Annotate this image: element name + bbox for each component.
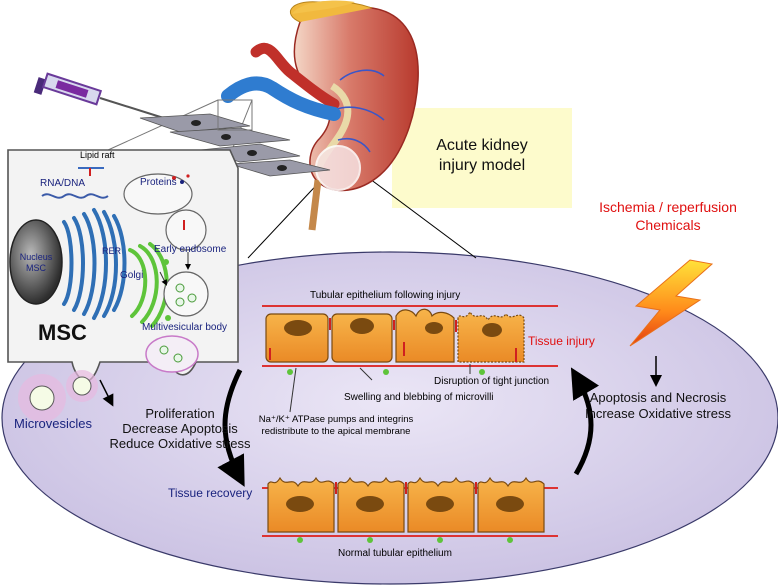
- tight-junction-label: Disruption of tight junction: [434, 376, 550, 387]
- pumps-label: Na⁺/K⁺ ATPase pumps and integrins redist…: [246, 414, 426, 438]
- golgi-label: Golgi: [120, 270, 144, 281]
- aki-model-box: [392, 108, 572, 208]
- lightning-bolt-icon: [629, 259, 714, 347]
- budding-vesicle: [145, 335, 199, 373]
- mv-effect-3: Reduce Oxidative stress: [109, 436, 251, 451]
- proteins-label: Proteins: [140, 177, 177, 188]
- tissue-injury-label: Tissue injury: [528, 334, 595, 348]
- microvesicle-1: [29, 385, 55, 411]
- syringe-illustration: [33, 72, 171, 121]
- rer-label: RER: [102, 246, 122, 256]
- pumps-line1: Na⁺/K⁺ ATPase pumps and integrins: [258, 414, 414, 425]
- msc-title: MSC: [38, 320, 87, 345]
- tissue-recovery-label: Tissue recovery: [168, 486, 253, 500]
- early-endosome-label: Early endosome: [154, 244, 227, 255]
- zoom-line-left: [247, 175, 326, 259]
- outcome-label: Apoptosis and Necrosis Increase Oxidativ…: [574, 390, 742, 422]
- injured-cells: [265, 308, 525, 363]
- aki-model-line1: Acute kidney: [436, 137, 528, 154]
- mvb-label: Multivesicular body: [142, 322, 228, 333]
- aki-model-line2: injury model: [438, 157, 526, 174]
- swelling-label: Swelling and blebbing of microvilli: [344, 392, 494, 403]
- lipid-raft-label: Lipid raft: [80, 150, 115, 160]
- multivesicular-body: [163, 271, 209, 317]
- renal-artery: [250, 42, 340, 110]
- microvesicle-2: [72, 376, 92, 396]
- rna-dna-strand: [41, 193, 109, 199]
- nucleus-line2: MSC: [26, 263, 46, 273]
- mv-effect-2: Decrease Apoptosis: [122, 421, 238, 436]
- zoom-box-small: [217, 99, 253, 131]
- rough-er: [62, 208, 127, 320]
- recovery-arrow: [217, 368, 245, 487]
- microvesicles-label: Microvesicles: [14, 416, 93, 431]
- mv-effects-label: Proliferation Decrease Apoptosis Reduce …: [90, 406, 270, 451]
- normal-epithelium-label: Normal tubular epithelium: [338, 548, 452, 559]
- insult-line2: Chemicals: [635, 217, 701, 233]
- nucleus-label: Nucleus MSC: [16, 252, 56, 274]
- nucleus: [9, 219, 63, 305]
- early-endosome: [165, 209, 207, 251]
- kidney-illustration: [289, 0, 419, 231]
- pumps-line2: redistribute to the apical membrane: [261, 426, 411, 437]
- protein-vesicle: [123, 173, 193, 215]
- renal-vein: [221, 76, 341, 121]
- nucleus-line1: Nucleus: [19, 252, 53, 262]
- aki-model-label: Acute kidney injury model: [392, 136, 572, 176]
- injured-epithelium-title: Tubular epithelium following injury: [310, 290, 461, 301]
- injury-arrow: [570, 367, 600, 476]
- mv-effect-1: Proliferation: [145, 406, 215, 421]
- outcome-line1: Apoptosis and Necrosis: [589, 390, 727, 405]
- rna-dna-label: RNA/DNA: [40, 178, 86, 189]
- zoom-line-right: [365, 175, 477, 259]
- outcome-line2: Increase Oxidative stress: [585, 406, 731, 421]
- insult-line1: Ischemia / reperfusion: [599, 199, 737, 215]
- insult-label: Ischemia / reperfusion Chemicals: [580, 198, 756, 234]
